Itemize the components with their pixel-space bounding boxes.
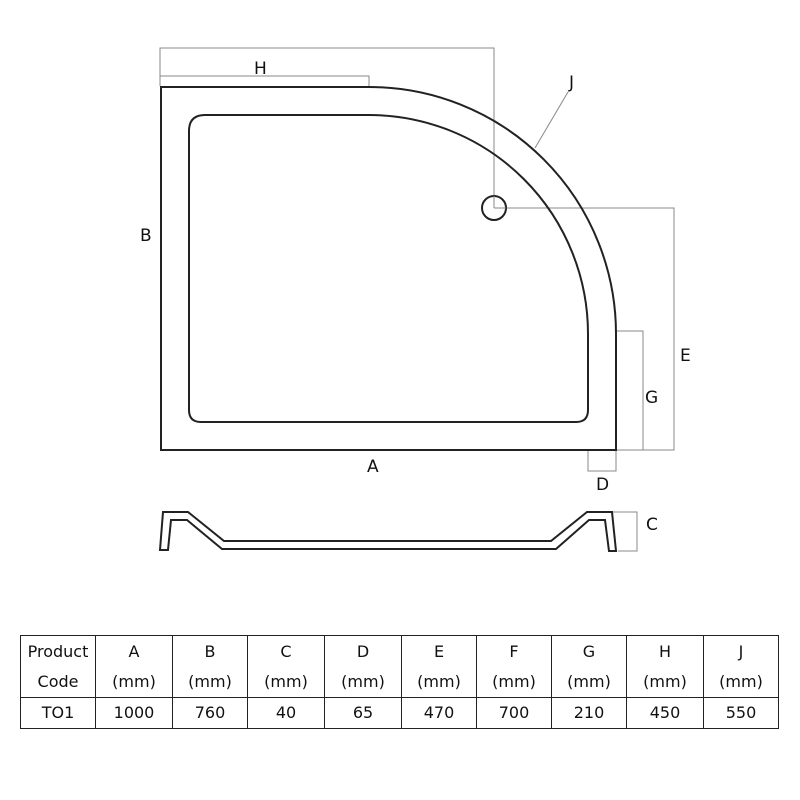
- cell-d: 65: [324, 697, 402, 729]
- label-e: E: [680, 346, 691, 366]
- cell-f: 700: [476, 697, 552, 729]
- header-h: H(mm): [626, 635, 704, 698]
- header-e: E(mm): [401, 635, 477, 698]
- label-d: D: [596, 475, 609, 495]
- label-c: C: [646, 515, 658, 535]
- dimension-lines: [159, 47, 675, 552]
- label-h: H: [254, 59, 267, 79]
- dimension-c-bracket: [612, 511, 638, 552]
- cell-b: 760: [172, 697, 248, 729]
- cell-g: 210: [551, 697, 627, 729]
- label-j: J: [568, 73, 574, 93]
- dimension-f-outer-bracket: [159, 47, 495, 208]
- header-g: G(mm): [551, 635, 627, 698]
- header-a: A(mm): [95, 635, 173, 698]
- cell-c: 40: [247, 697, 325, 729]
- dimension-h-bracket: [160, 75, 370, 86]
- cell-e: 470: [401, 697, 477, 729]
- cell-j: 550: [703, 697, 779, 729]
- header-j: J(mm): [703, 635, 779, 698]
- cell-h: 450: [626, 697, 704, 729]
- label-a: A: [367, 457, 379, 477]
- label-g: G: [645, 388, 658, 408]
- label-b: B: [140, 226, 152, 246]
- dimension-j-leader: [534, 91, 569, 149]
- dimension-d-bracket: [587, 450, 617, 472]
- header-d: D(mm): [324, 635, 402, 698]
- header-f: F(mm): [476, 635, 552, 698]
- dimension-g-bracket: [616, 330, 644, 450]
- shower-tray-technical-drawing: H J B E G A D C: [140, 47, 691, 552]
- tray-outer-outline: [160, 86, 617, 451]
- cell-a: 1000: [95, 697, 173, 729]
- tray-inner-outline: [188, 114, 589, 423]
- header-b: B(mm): [172, 635, 248, 698]
- dimension-e-bracket: [494, 207, 675, 451]
- table-row: TO1 1000 760 40 65 470 700 210 450 550: [20, 697, 779, 729]
- cell-product-code: TO1: [20, 697, 96, 729]
- tray-cross-section-profile: [158, 511, 618, 552]
- header-c: C(mm): [247, 635, 325, 698]
